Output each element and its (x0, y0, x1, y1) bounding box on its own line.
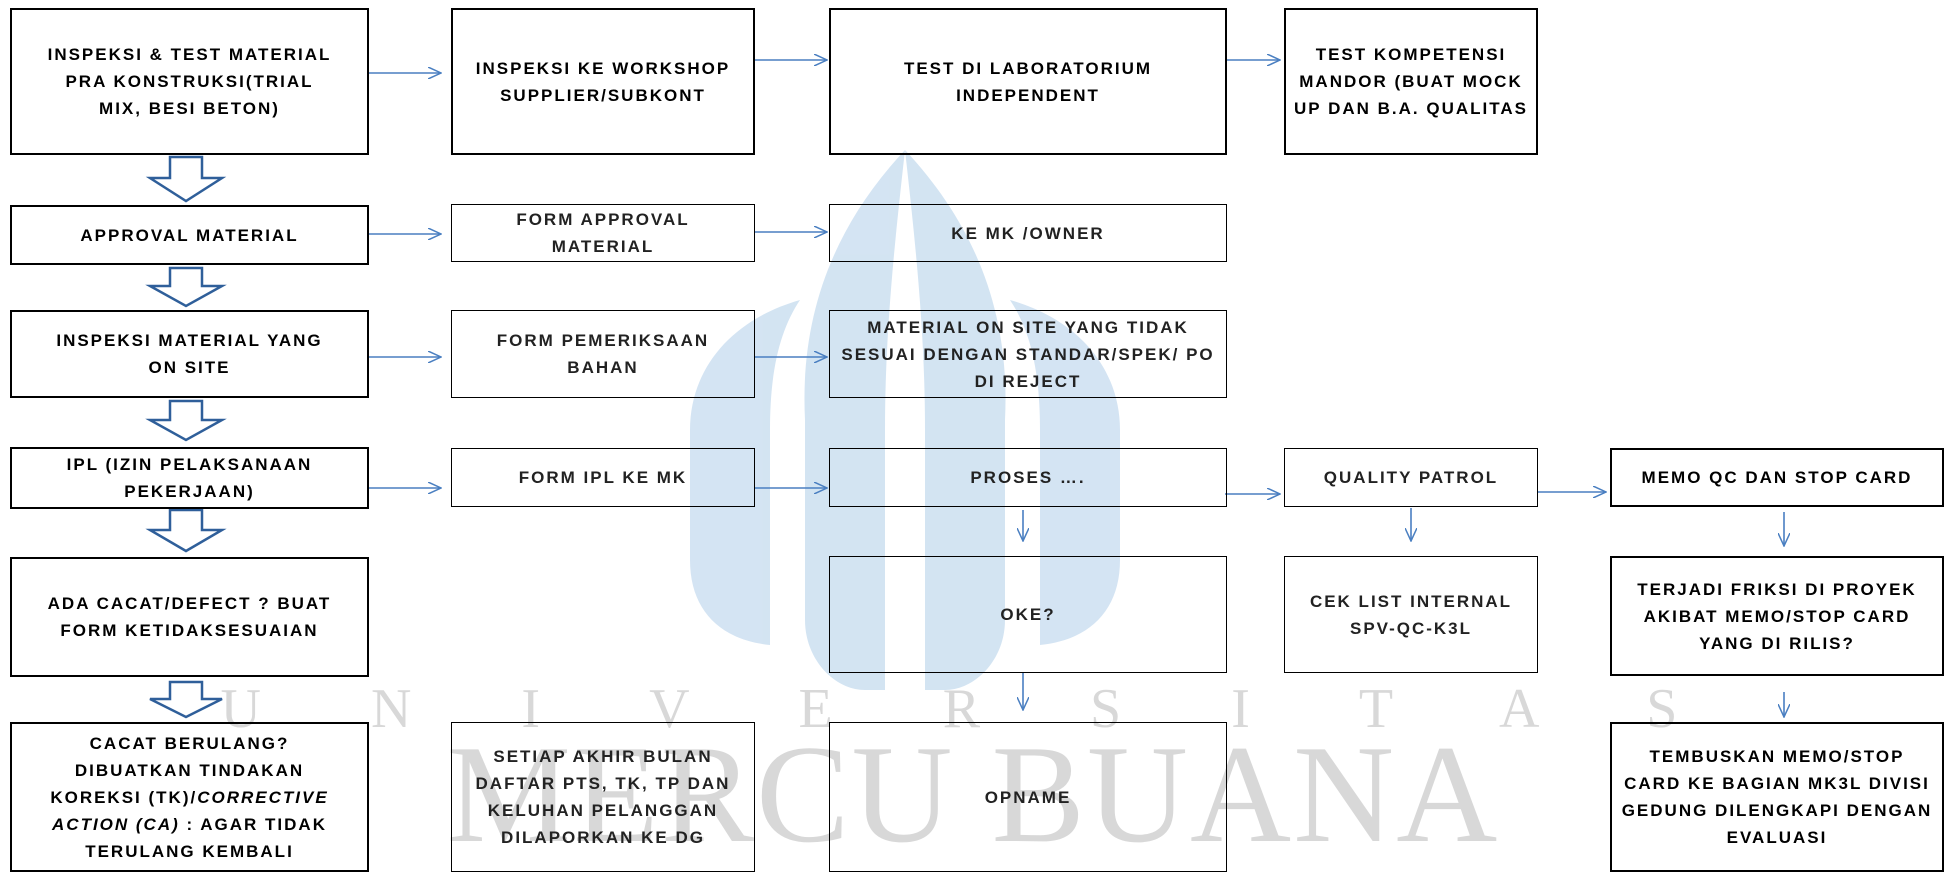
down-arrow-2 (145, 266, 227, 308)
box-text: CACAT BERULANG? DIBUATKAN TINDAKAN KOREK… (30, 730, 350, 865)
box-text: APPROVAL MATERIAL (80, 225, 299, 245)
down-arrow-4 (145, 508, 227, 553)
box-text: CEK LIST INTERNAL SPV-QC-K3L (1309, 591, 1513, 638)
box-text: INSPEKSI & TEST MATERIAL PRA KONSTRUKSI(… (47, 45, 332, 118)
box-text: SETIAP AKHIR BULAN DAFTAR PTS, TK, TP DA… (475, 747, 731, 847)
box-text: TEST DI LABORATORIUM INDEPENDENT (903, 58, 1153, 105)
box-text: IPL (IZIN PELAKSANAAN PEKERJAAN) (66, 455, 313, 501)
box-text: TERJADI FRIKSI DI PROYEK AKIBAT MEMO/STO… (1637, 579, 1917, 653)
box-setiap-akhir-bulan: SETIAP AKHIR BULAN DAFTAR PTS, TK, TP DA… (451, 722, 755, 872)
box-ke-mk-owner: KE MK /OWNER (829, 204, 1227, 262)
box-cek-list-internal: CEK LIST INTERNAL SPV-QC-K3L (1284, 556, 1538, 673)
down-arrow-5 (149, 680, 223, 719)
box-text: FORM IPL KE MK (518, 468, 688, 487)
box-cacat-berulang: CACAT BERULANG? DIBUATKAN TINDAKAN KOREK… (10, 722, 369, 872)
box-terjadi-friksi: TERJADI FRIKSI DI PROYEK AKIBAT MEMO/STO… (1610, 556, 1944, 676)
box-text: MATERIAL ON SITE YANG TIDAK SESUAI DENGA… (841, 317, 1215, 391)
box-text: FORM APPROVAL MATERIAL (516, 210, 690, 256)
box-tembuskan-memo: TEMBUSKAN MEMO/STOP CARD KE BAGIAN MK3L … (1610, 722, 1944, 872)
box-material-reject: MATERIAL ON SITE YANG TIDAK SESUAI DENGA… (829, 310, 1227, 398)
box-memo-qc-stop-card: MEMO QC DAN STOP CARD (1610, 448, 1944, 507)
box-form-ipl: FORM IPL KE MK (451, 448, 755, 507)
box-text: INSPEKSI MATERIAL YANG ON SITE (56, 331, 323, 377)
box-form-approval-material: FORM APPROVAL MATERIAL (451, 204, 755, 262)
box-test-laboratorium: TEST DI LABORATORIUM INDEPENDENT (829, 8, 1227, 155)
box-ada-cacat: ADA CACAT/DEFECT ? BUAT FORM KETIDAKSESU… (10, 557, 369, 677)
box-text: FORM PEMERIKSAAN BAHAN (496, 331, 710, 377)
box-text: KE MK /OWNER (951, 223, 1105, 243)
down-arrow-3 (145, 399, 227, 442)
box-oke: OKE? (829, 556, 1227, 673)
box-text: MEMO QC DAN STOP CARD (1641, 468, 1913, 487)
box-inspeksi-workshop: INSPEKSI KE WORKSHOP SUPPLIER/SUBKONT (451, 8, 755, 155)
box-text: OKE? (1000, 605, 1056, 624)
box-quality-patrol: QUALITY PATROL (1284, 448, 1538, 507)
box-text: TEMBUSKAN MEMO/STOP CARD KE BAGIAN MK3L … (1621, 747, 1933, 847)
box-text: QUALITY PATROL (1323, 468, 1499, 487)
box-text-part3: : AGAR TIDAK TERULANG KEMBALI (85, 814, 327, 861)
box-approval-material: APPROVAL MATERIAL (10, 205, 369, 265)
box-text-part1: CACAT BERULANG? DIBUATKAN TINDAKAN KOREK… (50, 733, 305, 807)
box-opname: OPNAME (829, 722, 1227, 872)
box-text: INSPEKSI KE WORKSHOP SUPPLIER/SUBKONT (475, 58, 731, 105)
box-text: OPNAME (984, 787, 1072, 807)
box-proses: PROSES …. (829, 448, 1227, 507)
box-form-pemeriksaan-bahan: FORM PEMERIKSAAN BAHAN (451, 310, 755, 398)
box-inspeksi-material-on-site: INSPEKSI MATERIAL YANG ON SITE (10, 310, 369, 398)
box-text: ADA CACAT/DEFECT ? BUAT FORM KETIDAKSESU… (47, 594, 332, 640)
box-text: PROSES …. (970, 468, 1086, 487)
down-arrow-1 (145, 155, 227, 203)
box-ipl: IPL (IZIN PELAKSANAAN PEKERJAAN) (10, 447, 369, 509)
box-inspeksi-test-material: INSPEKSI & TEST MATERIAL PRA KONSTRUKSI(… (10, 8, 369, 155)
box-test-kompetensi-mandor: TEST KOMPETENSI MANDOR (BUAT MOCK UP DAN… (1284, 8, 1538, 155)
box-text: TEST KOMPETENSI MANDOR (BUAT MOCK UP DAN… (1294, 45, 1528, 118)
box-text-italic: CORRECTIVE ACTION (CA) (52, 787, 329, 834)
